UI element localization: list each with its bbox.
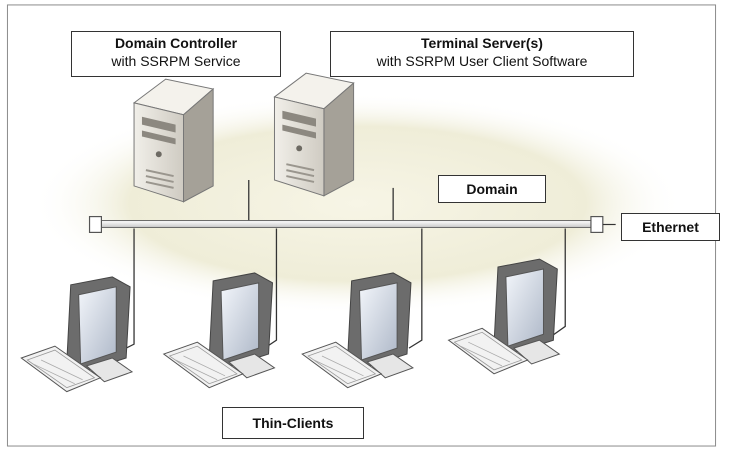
terminal-server-title: Terminal Server(s): [421, 35, 543, 51]
domain-controller-label: Domain Controller with SSRPM Service: [71, 31, 281, 77]
domain-label: Domain: [438, 175, 546, 203]
tc4-cable: [551, 228, 566, 337]
terminal-server-subtitle: with SSRPM User Client Software: [376, 53, 588, 69]
ethernet-terminator-right: [590, 215, 604, 233]
thin-client-3: [301, 272, 414, 389]
thin-client-1: [20, 276, 134, 393]
ethernet-bus: [88, 215, 616, 233]
tc3-cable: [408, 228, 423, 349]
thin-client-4: [447, 258, 561, 375]
thin-clients-label: Thin-Clients: [222, 407, 364, 439]
domain-controller-server: [132, 78, 215, 203]
domain-controller-title: Domain Controller: [114, 35, 238, 51]
ethernet-terminator-left: [88, 215, 103, 233]
terminal-server: [273, 72, 355, 197]
ethernet-label: Ethernet: [621, 213, 720, 241]
terminal-server-label: Terminal Server(s) with SSRPM User Clien…: [330, 31, 634, 77]
domain-controller-subtitle: with SSRPM Service: [111, 53, 241, 69]
thin-client-2: [162, 272, 276, 389]
